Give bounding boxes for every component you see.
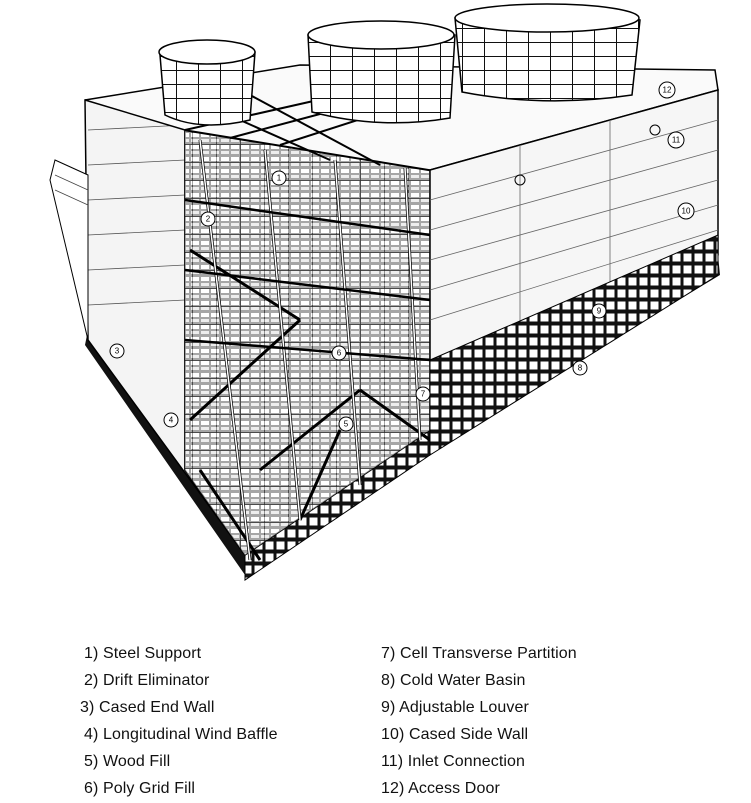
legend-item-access-door: 12) Access Door xyxy=(381,780,500,797)
svg-text:9: 9 xyxy=(597,307,602,316)
fill-section xyxy=(184,128,431,561)
legend-item-cased-end-wall: 3) Cased End Wall xyxy=(80,699,215,716)
inlet-connection-icon xyxy=(514,174,526,186)
svg-text:10: 10 xyxy=(682,207,691,216)
svg-text:12: 12 xyxy=(663,86,672,95)
legend-item-cased-side-wall: 10) Cased Side Wall xyxy=(381,726,529,743)
callout-1: 1 xyxy=(271,170,287,186)
callout-9: 9 xyxy=(591,303,607,319)
svg-text:6: 6 xyxy=(337,349,342,358)
fan-stack-1 xyxy=(158,39,256,126)
callout-8: 8 xyxy=(572,360,588,376)
callout-6: 6 xyxy=(331,345,347,361)
callout-4: 4 xyxy=(163,412,179,428)
legend-item-longitudinal-wind-baffle: 4) Longitudinal Wind Baffle xyxy=(84,726,278,743)
legend-item-drift-eliminator: 2) Drift Eliminator xyxy=(84,672,210,689)
inlet-connection-icon xyxy=(649,124,661,136)
legend-item-wood-fill: 5) Wood Fill xyxy=(84,753,171,770)
svg-text:4: 4 xyxy=(169,416,174,425)
legend-item-poly-grid-fill: 6) Poly Grid Fill xyxy=(84,780,196,797)
legend-item-adjustable-louver: 9) Adjustable Louver xyxy=(381,699,529,716)
legend-item-cell-transverse-partition: 7) Cell Transverse Partition xyxy=(381,645,577,662)
svg-text:8: 8 xyxy=(578,364,583,373)
callout-3: 3 xyxy=(109,343,125,359)
cooling-tower-drawing: 1 2 3 4 5 6 7 8 9 10 11 12 xyxy=(49,3,720,581)
svg-text:5: 5 xyxy=(344,420,349,429)
fan-stack-2 xyxy=(307,20,456,124)
svg-text:2: 2 xyxy=(206,215,211,224)
svg-text:11: 11 xyxy=(672,136,681,145)
fan-stack-3 xyxy=(454,3,641,102)
callout-7: 7 xyxy=(415,386,431,402)
legend-item-cold-water-basin: 8) Cold Water Basin xyxy=(381,672,526,689)
legend-right-column: 7) Cell Transverse Partition 8) Cold Wat… xyxy=(381,640,577,802)
svg-text:1: 1 xyxy=(277,174,282,183)
legend-item-steel-support: 1) Steel Support xyxy=(84,645,202,662)
callout-5: 5 xyxy=(338,416,354,432)
callout-10: 10 xyxy=(677,202,695,220)
legend-item-inlet-connection: 11) Inlet Connection xyxy=(381,753,526,770)
callout-2: 2 xyxy=(200,211,216,227)
callout-12: 12 xyxy=(658,81,676,99)
legend-left-column: 1) Steel Support 2) Drift Eliminator 3) … xyxy=(80,640,278,802)
svg-text:7: 7 xyxy=(421,390,426,399)
cased-side-wall xyxy=(429,89,719,456)
callout-11: 11 xyxy=(667,131,685,149)
svg-text:3: 3 xyxy=(115,347,120,356)
cased-end-wall xyxy=(49,94,246,556)
